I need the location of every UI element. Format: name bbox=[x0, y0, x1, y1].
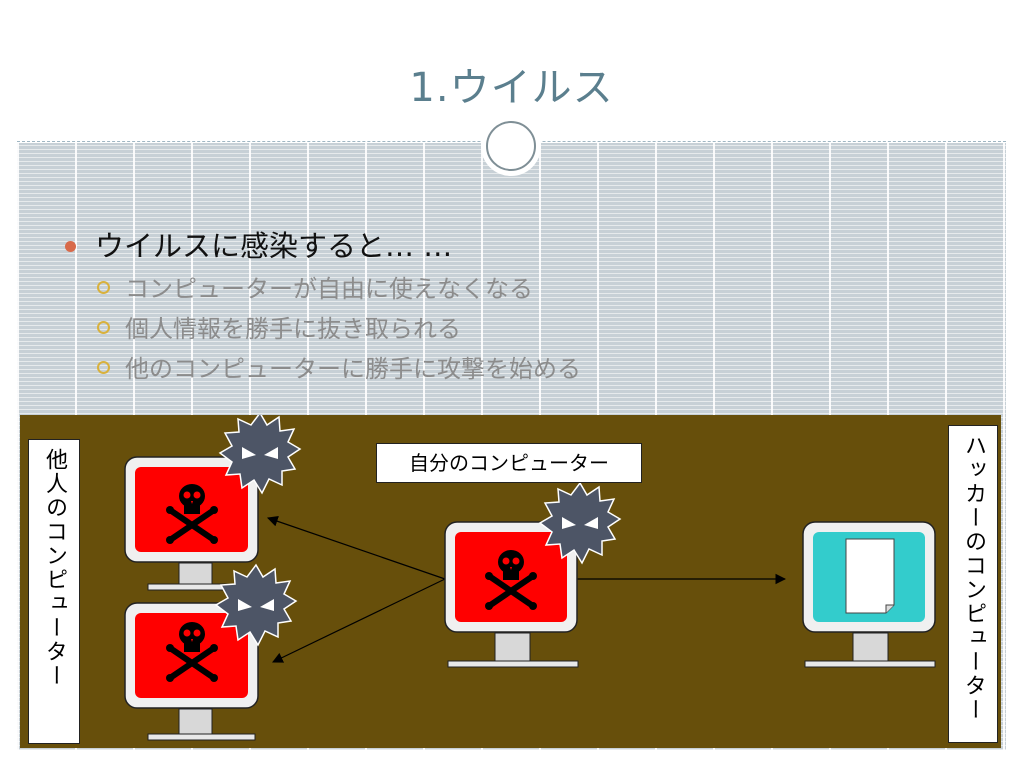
sub-bullet-text: 他のコンピューターに勝手に攻撃を始める bbox=[125, 355, 581, 383]
bullet-ring-icon bbox=[97, 321, 110, 334]
attack-arrow-bottom bbox=[272, 578, 446, 663]
virus-diagram: 他人のコンピューター 自分のコンピューター ハッカーのコンピューター bbox=[20, 415, 1001, 748]
my-computer bbox=[444, 482, 621, 668]
attack-arrow-top bbox=[266, 516, 446, 580]
bullet-dot-icon bbox=[65, 241, 76, 252]
slide-title: 1.ウイルス bbox=[409, 65, 614, 111]
others-computer-top bbox=[124, 415, 301, 591]
hacker-computer bbox=[802, 521, 936, 668]
label-my-computer: 自分のコンピューター bbox=[376, 443, 642, 483]
sub-bullet-text: 個人情報を勝手に抜き取られる bbox=[125, 315, 461, 343]
sub-bullet-item: 他のコンピューターに勝手に攻撃を始める bbox=[65, 349, 965, 389]
sub-bullet-item: 個人情報を勝手に抜き取られる bbox=[65, 309, 965, 349]
document-icon bbox=[845, 538, 895, 614]
label-others-computer: 他人のコンピューター bbox=[28, 439, 80, 744]
sub-bullet-item: コンピューターが自由に使えなくなる bbox=[65, 269, 965, 309]
diagram-canvas bbox=[124, 415, 936, 741]
bullet-item: ウイルスに感染すると… … bbox=[65, 223, 965, 269]
slide: 1.ウイルス ウイルスに感染すると… … コンピューターが自由に使えなくなる 個… bbox=[17, 17, 1006, 750]
sub-bullet-text: コンピューターが自由に使えなくなる bbox=[125, 275, 533, 303]
label-hacker-computer: ハッカーのコンピューター bbox=[948, 425, 998, 743]
bullet-text: ウイルスに感染すると… … bbox=[95, 229, 453, 263]
others-computer-bottom bbox=[124, 564, 297, 741]
bullet-ring-icon bbox=[97, 361, 110, 374]
bullet-ring-icon bbox=[97, 281, 110, 294]
bullet-list: ウイルスに感染すると… … コンピューターが自由に使えなくなる 個人情報を勝手に… bbox=[65, 223, 965, 389]
title-ornament-icon bbox=[481, 116, 541, 176]
